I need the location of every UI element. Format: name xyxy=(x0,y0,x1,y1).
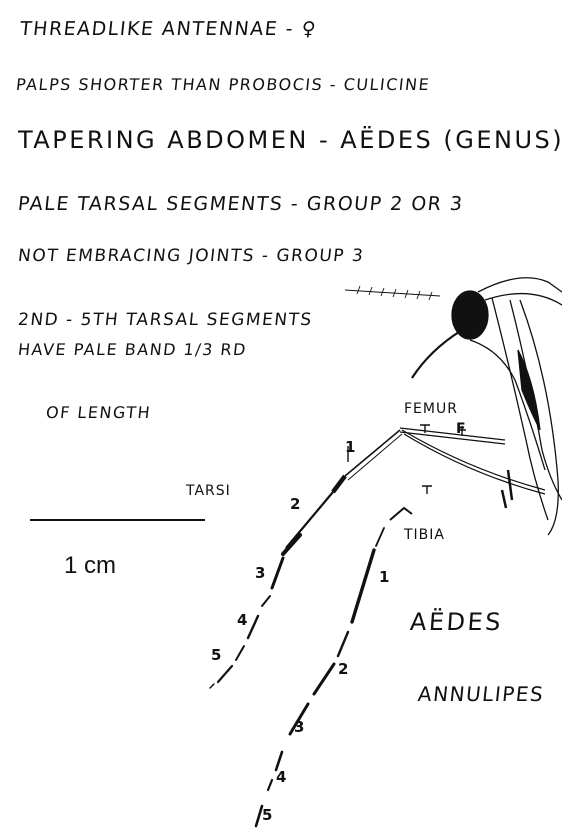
label-tibia: TIBIA xyxy=(404,528,445,542)
label-femur: FEMUR xyxy=(404,402,458,416)
segment-number: 4 xyxy=(276,770,286,785)
species-genus: AËDES xyxy=(409,610,504,634)
segment-number: 3 xyxy=(255,566,265,581)
scale-bar-label: 1 cm xyxy=(64,552,116,580)
tarsi-leg-a xyxy=(210,535,300,688)
segment-number: 2 xyxy=(338,662,348,677)
segment-number: 2 xyxy=(290,497,300,512)
species-name: ANNULIPES xyxy=(417,684,545,704)
segment-number: 3 xyxy=(294,720,304,735)
segment-number: 1 xyxy=(345,440,355,455)
label-tarsi: TARSI xyxy=(186,484,231,498)
segment-number: 5 xyxy=(211,648,221,663)
label-femur-f: F xyxy=(456,422,467,436)
segment-number: 1 xyxy=(379,570,389,585)
segment-number: 4 xyxy=(237,613,247,628)
segment-number: 5 xyxy=(262,808,272,823)
